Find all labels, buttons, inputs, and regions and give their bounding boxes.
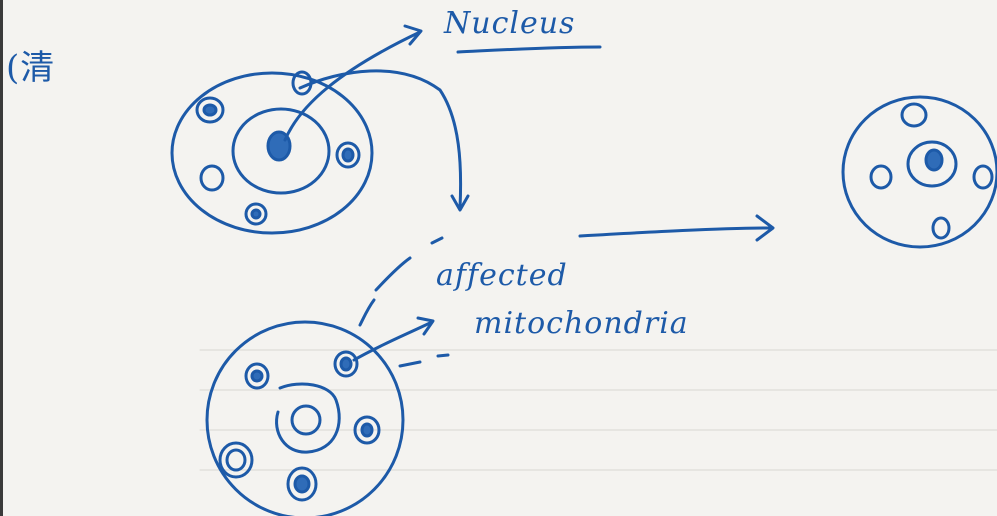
- dash: [360, 300, 374, 325]
- mitochondrion-inner: [204, 105, 216, 115]
- mitochondrion-inner: [343, 149, 353, 161]
- dash: [438, 355, 448, 356]
- mitochondrion: [201, 166, 223, 190]
- mitochondrion-inner: [341, 358, 351, 370]
- arrow-right: [580, 228, 770, 236]
- nucleolus: [926, 150, 942, 170]
- mitochondrion: [974, 166, 992, 188]
- cell-normal: [172, 72, 372, 233]
- mitochondrion: [220, 443, 252, 477]
- dash: [432, 238, 442, 243]
- mitochondrion: [871, 166, 891, 188]
- label-mitochondria: mitochondria: [474, 306, 689, 341]
- arrow-to-mitochondria: [354, 322, 432, 360]
- label-nucleus: Nucleus: [444, 6, 575, 41]
- dash: [376, 258, 410, 290]
- cell-result: [843, 97, 997, 247]
- mitochondrion-inner: [227, 450, 245, 470]
- dash: [400, 362, 420, 366]
- mitochondrion-inner: [362, 424, 372, 436]
- label-affected: affected: [436, 258, 568, 293]
- mitochondrion: [902, 104, 926, 126]
- mitochondrion-inner: [252, 371, 262, 381]
- mitochondrion-inner: [295, 476, 309, 492]
- label-underline: [458, 47, 600, 52]
- mitochondrion: [933, 218, 949, 238]
- nucleus-envelope: [277, 384, 340, 452]
- margin-mark: (清: [6, 40, 55, 89]
- mitochondrion-inner: [252, 210, 260, 218]
